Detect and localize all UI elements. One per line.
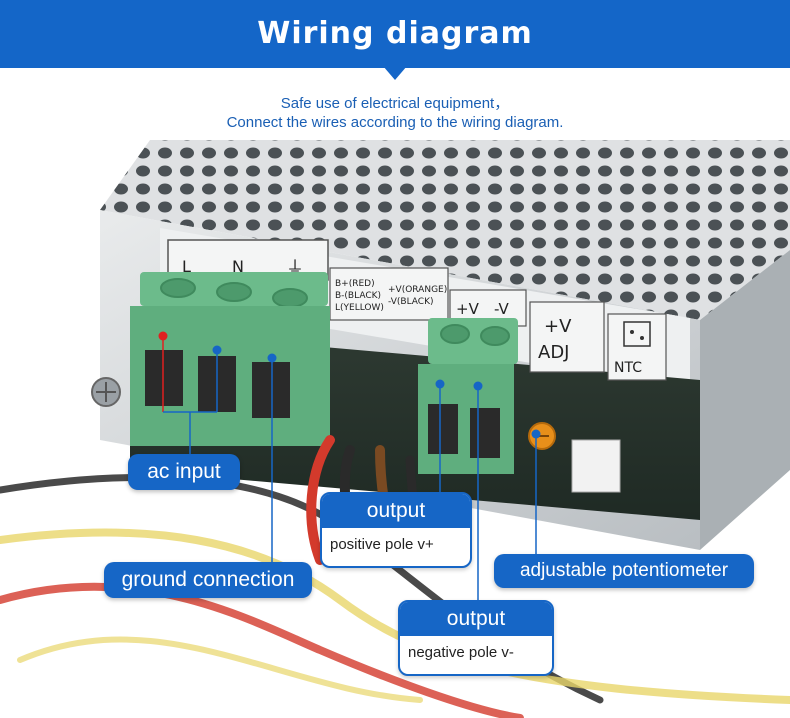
dc-output-terminal-block	[418, 318, 518, 474]
legend-l: L(YELLOW)	[335, 303, 384, 313]
subtitle-line-1: Safe use of electrical equipment，	[280, 95, 510, 112]
output-positive-text: positive pole v+	[330, 536, 434, 553]
legend-b-plus: B+(RED)	[335, 279, 375, 289]
callout-leader-lines	[158, 331, 541, 600]
header-banner	[0, 0, 790, 68]
output-label-plus-v: +V	[456, 300, 480, 318]
output-label-minus-v: -V	[494, 300, 510, 318]
legend-minus-v: -V(BLACK)	[388, 297, 433, 307]
adj-label-adj: ADJ	[538, 342, 569, 363]
output-negative-title: output	[400, 602, 552, 636]
subtitle-line-2: Connect the wires according to the wirin…	[226, 114, 564, 131]
potentiometer-callout: adjustable potentiometer	[494, 554, 754, 588]
ac-input-terminal-block	[130, 272, 330, 446]
output-positive-title: output	[322, 494, 470, 528]
ntc-connector	[571, 439, 621, 493]
output-negative-text: negative pole v-	[408, 644, 514, 661]
adj-label-plus-v: +V	[544, 316, 572, 337]
terminal-label-l: L	[182, 257, 191, 276]
ac-input-callout: ac input	[128, 454, 240, 490]
output-negative-callout: output negative pole v-	[398, 600, 554, 676]
power-supply-photo: L N ⏚ B+(RED) B-(BLACK) L(YELLOW) +V(ORA…	[0, 140, 790, 718]
perforated-cover	[100, 140, 790, 320]
output-positive-callout: output positive pole v+	[320, 492, 472, 568]
ground-connection-callout: ground connection	[104, 562, 312, 598]
page-title: Wiring diagram	[257, 16, 533, 51]
ntc-label: NTC	[614, 360, 642, 376]
legend-b-minus: B-(BLACK)	[335, 291, 381, 301]
header-notch	[383, 66, 407, 80]
terminal-label-n: N	[232, 257, 244, 276]
legend-plus-v: +V(ORANGE)	[388, 285, 447, 295]
